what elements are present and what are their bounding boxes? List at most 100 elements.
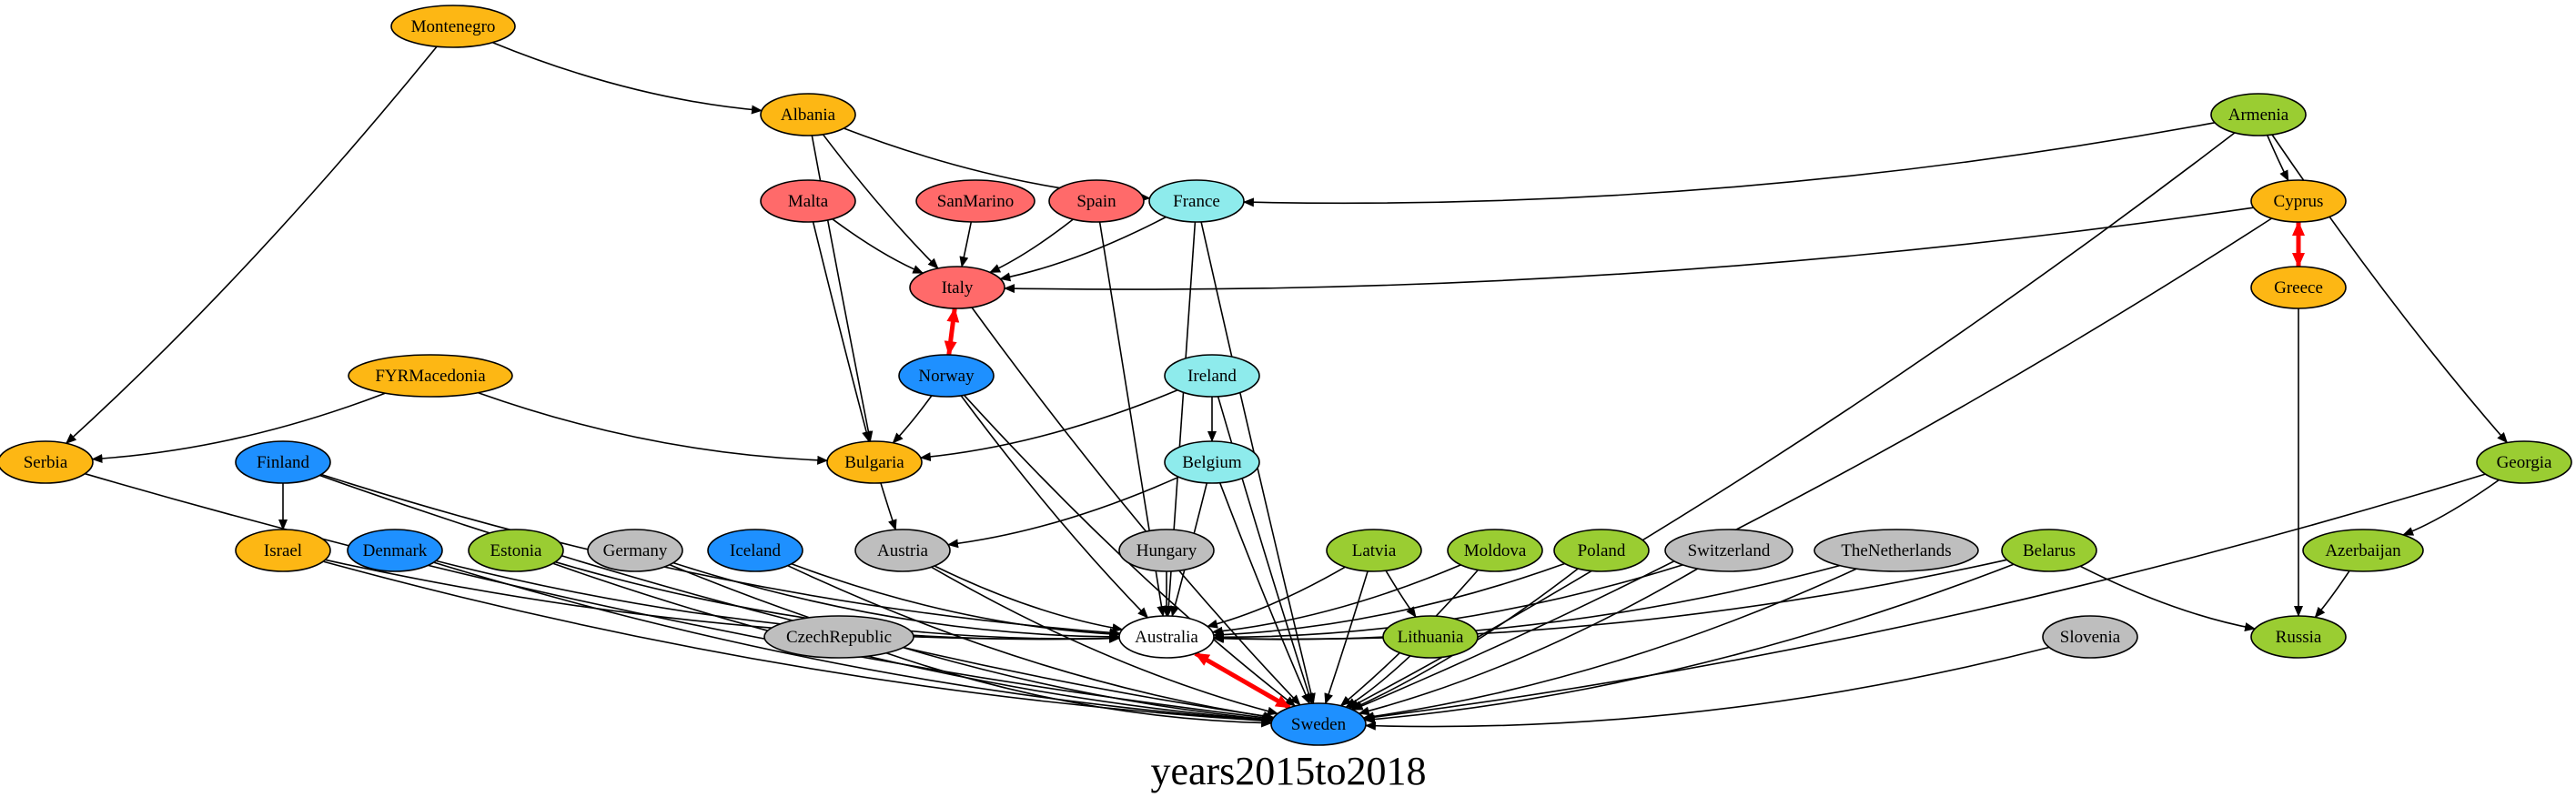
node-label-sweden: Sweden: [1291, 715, 1347, 734]
edge-albania-to-bulgaria: [811, 135, 874, 443]
node-ellipse-armenia: [2210, 93, 2307, 136]
node-sweden: Sweden: [1270, 702, 1367, 746]
node-ellipse-hungary: [1118, 529, 1215, 572]
node-ellipse-albania: [760, 93, 856, 136]
node-ellipse-san-marino: [915, 179, 1035, 223]
node-label-hungary: Hungary: [1136, 541, 1197, 560]
node-ellipse-cyprus: [2250, 179, 2347, 223]
node-switzerland: Switzerland: [1664, 529, 1793, 572]
node-label-san-marino: SanMarino: [937, 192, 1014, 211]
node-ellipse-finland: [235, 440, 331, 484]
node-austria: Austria: [854, 529, 951, 572]
edge-fyr-macedonia-to-bulgaria: [478, 391, 829, 465]
edge-israel-to-sweden: [322, 560, 1273, 726]
node-label-germany: Germany: [603, 541, 668, 560]
node-estonia: Estonia: [468, 529, 564, 572]
node-finland: Finland: [235, 440, 331, 484]
edge-latvia-to-sweden: [1324, 570, 1369, 705]
node-moldova: Moldova: [1447, 529, 1543, 572]
node-serbia: Serbia: [0, 440, 94, 484]
edge-san-marino-to-italy: [959, 221, 973, 268]
edge-lithuania-to-sweden: [1345, 655, 1411, 708]
node-ellipse-belarus: [2001, 529, 2097, 572]
mutual-edge-italy-norway: [944, 308, 960, 356]
node-ellipse-israel: [235, 529, 331, 572]
node-label-fyr-macedonia: FYRMacedonia: [375, 367, 486, 386]
edge-albania-to-italy: [822, 134, 939, 269]
edge-iceland-to-australia: [791, 563, 1121, 639]
node-label-azerbaijan: Azerbaijan: [2325, 541, 2401, 560]
node-label-belarus: Belarus: [2023, 541, 2076, 560]
node-bulgaria: Bulgaria: [826, 440, 923, 484]
edge-belgium-to-sweden: [1218, 482, 1310, 705]
node-label-greece: Greece: [2274, 278, 2323, 298]
edge-austria-to-australia: [934, 565, 1124, 633]
node-label-slovenia: Slovenia: [2060, 628, 2121, 647]
node-ellipse-ireland: [1164, 354, 1260, 398]
node-ellipse-greece: [2250, 266, 2347, 309]
node-label-france: France: [1173, 192, 1220, 211]
mutual-edges-layer: [944, 221, 2305, 710]
edge-cyprus-to-italy: [1004, 207, 2254, 294]
node-label-spain: Spain: [1076, 192, 1116, 211]
node-montenegro: Montenegro: [390, 5, 516, 48]
node-ellipse-norway: [898, 354, 995, 398]
node-georgia: Georgia: [2476, 440, 2572, 484]
edge-malta-to-italy: [832, 218, 924, 274]
edge-norway-to-australia: [960, 395, 1149, 619]
node-ellipse-the-netherlands: [1813, 529, 1979, 572]
node-ellipse-fyr-macedonia: [348, 354, 513, 398]
node-label-belgium: Belgium: [1182, 453, 1242, 472]
node-ellipse-malta: [760, 179, 856, 223]
node-ellipse-spain: [1048, 179, 1145, 223]
node-label-czech-republic: CzechRepublic: [786, 628, 892, 647]
edge-belgium-to-austria: [947, 476, 1179, 549]
node-the-netherlands: TheNetherlands: [1813, 529, 1979, 572]
node-label-albania: Albania: [781, 106, 836, 125]
edge-montenegro-to-serbia: [65, 45, 438, 444]
node-ellipse-australia: [1118, 615, 1215, 659]
edge-moldova-to-australia: [1211, 564, 1461, 636]
node-san-marino: SanMarino: [915, 179, 1035, 223]
node-france: France: [1148, 179, 1245, 223]
node-germany: Germany: [587, 529, 683, 572]
node-ellipse-serbia: [0, 440, 94, 484]
node-ellipse-estonia: [468, 529, 564, 572]
node-label-cyprus: Cyprus: [2274, 192, 2324, 211]
node-poland: Poland: [1553, 529, 1650, 572]
edge-fyr-macedonia-to-serbia: [91, 392, 386, 463]
edge-germany-to-australia: [672, 561, 1120, 641]
edge-estonia-to-sweden: [552, 562, 1273, 724]
edge-armenia-to-sweden: [1348, 132, 2236, 710]
node-label-denmark: Denmark: [363, 541, 428, 560]
node-label-finland: Finland: [257, 453, 310, 472]
node-label-austria: Austria: [877, 541, 929, 560]
edge-armenia-to-cyprus: [2266, 135, 2289, 182]
node-label-the-netherlands: TheNetherlands: [1841, 541, 1951, 560]
node-belarus: Belarus: [2001, 529, 2097, 572]
node-ellipse-lithuania: [1382, 615, 1479, 659]
node-latvia: Latvia: [1326, 529, 1422, 572]
node-ellipse-czech-republic: [763, 615, 914, 659]
node-ellipse-austria: [854, 529, 951, 572]
edge-cyprus-to-sweden: [1351, 217, 2273, 711]
node-malta: Malta: [760, 179, 856, 223]
edge-montenegro-to-albania: [492, 41, 763, 115]
node-label-armenia: Armenia: [2228, 106, 2289, 125]
node-label-georgia: Georgia: [2497, 453, 2552, 472]
node-ellipse-russia: [2250, 615, 2347, 659]
edge-ireland-to-bulgaria: [919, 389, 1178, 462]
node-ellipse-belgium: [1164, 440, 1260, 484]
node-cyprus: Cyprus: [2250, 179, 2347, 223]
node-label-ireland: Ireland: [1187, 367, 1237, 386]
node-label-montenegro: Montenegro: [411, 17, 496, 36]
node-greece: Greece: [2250, 266, 2347, 309]
edge-belarus-to-russia: [2079, 565, 2257, 631]
node-label-poland: Poland: [1578, 541, 1626, 560]
node-fyr-macedonia: FYRMacedonia: [348, 354, 513, 398]
edge-norway-to-bulgaria: [892, 395, 933, 444]
edge-latvia-to-australia: [1207, 566, 1346, 629]
edge-malta-to-bulgaria: [812, 221, 871, 443]
